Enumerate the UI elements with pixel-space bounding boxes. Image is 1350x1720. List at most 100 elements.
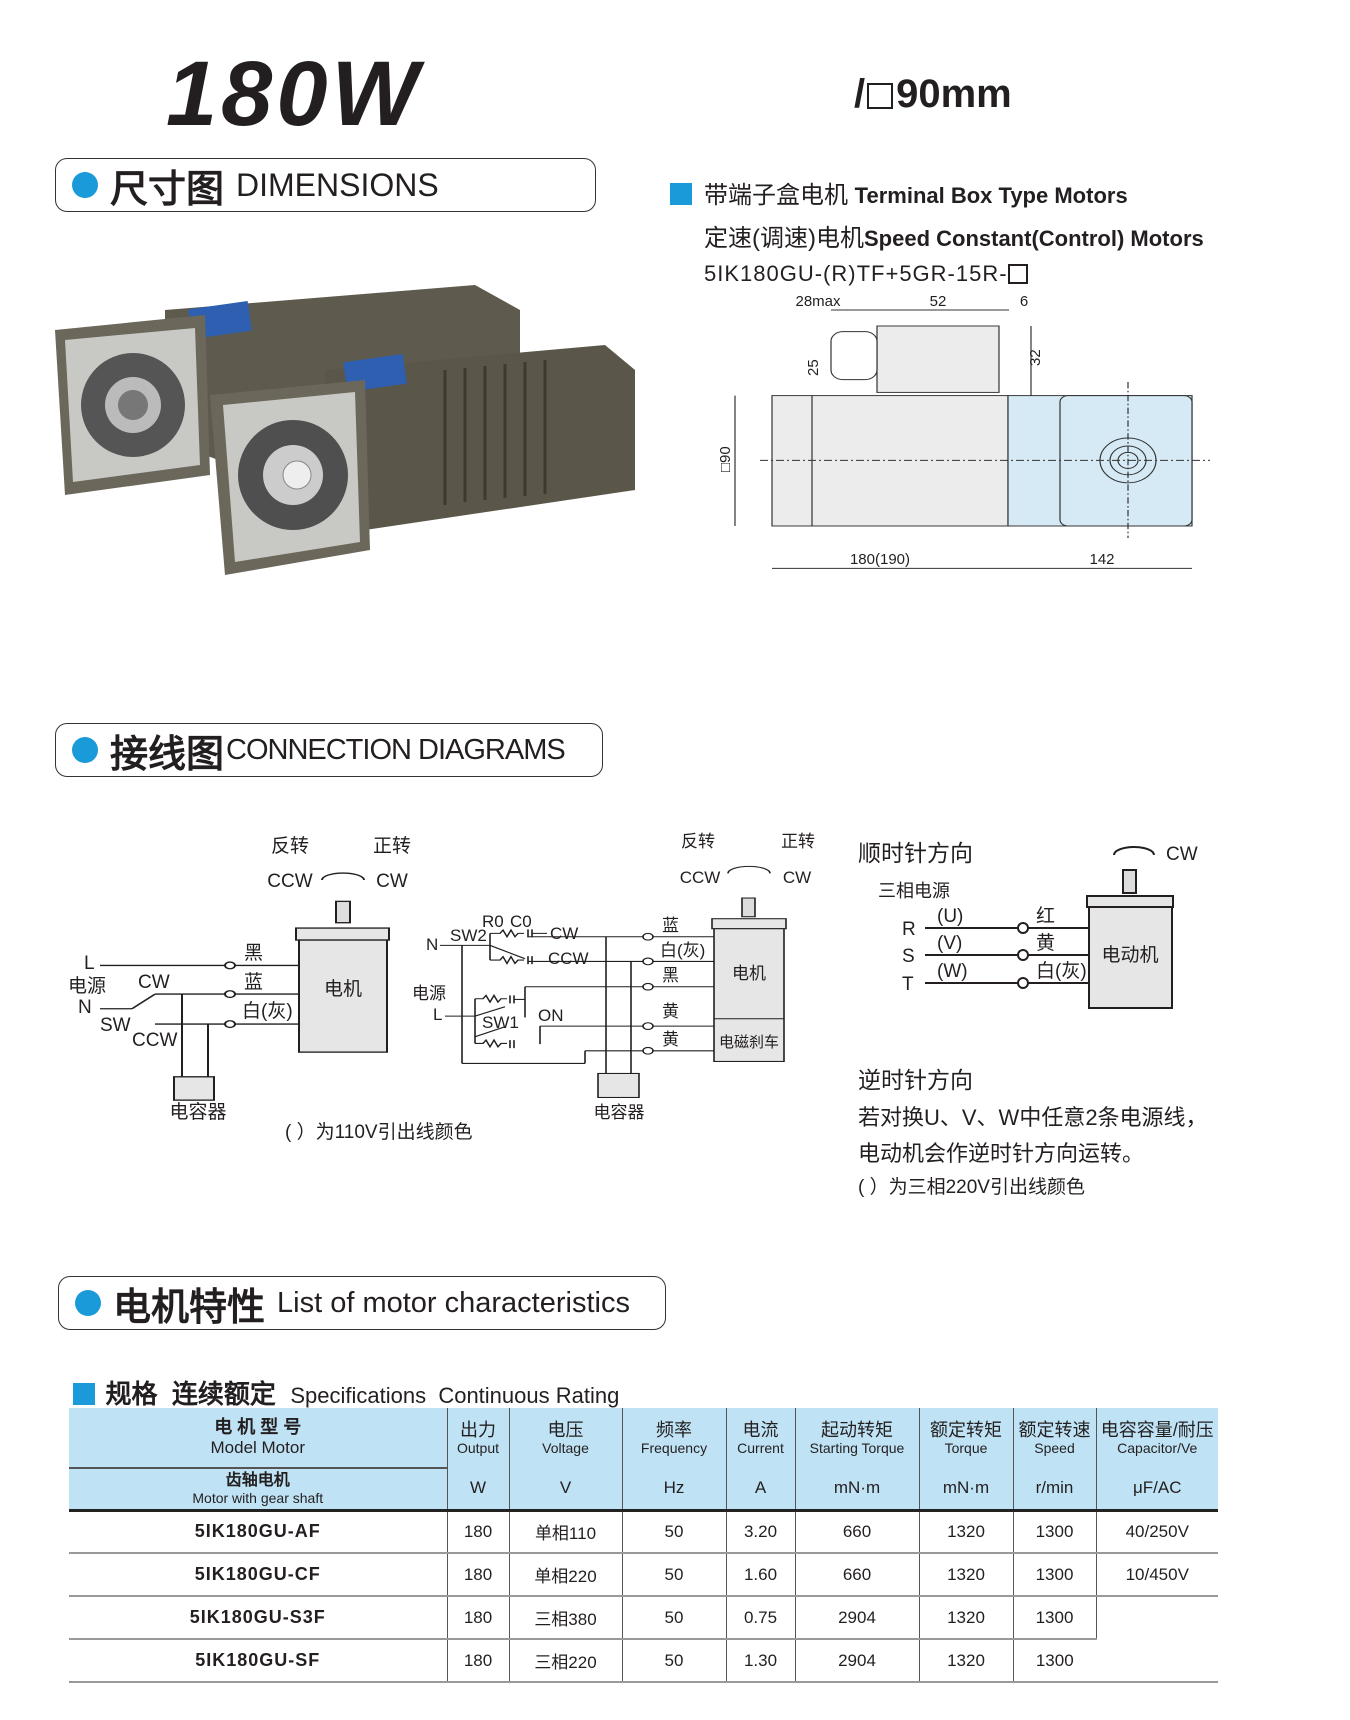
header-unit: mN·m (795, 1468, 920, 1512)
wire-white: 白(灰) (660, 941, 705, 960)
section-title-cn: 电机特性 (113, 1286, 266, 1329)
dim-180: 180(190) (850, 551, 910, 568)
cell-start: 660 (795, 1510, 920, 1554)
model-code: 5IK180GU-(R)TF+5GR-15R- (704, 261, 1008, 286)
header-en: Frequency (640, 1440, 708, 1457)
cell-model: 5IK180GU-AF (69, 1510, 448, 1554)
cell-speed: 1300 (1013, 1639, 1096, 1683)
header-cn: 频率 (656, 1419, 692, 1440)
cell-torque: 1320 (919, 1553, 1014, 1597)
spec-title-en: Specifications Continuous Rating (290, 1383, 620, 1408)
cell-freq: 50 (622, 1553, 727, 1597)
product-photo (55, 285, 635, 575)
page-title: 180W (166, 43, 423, 145)
cell-freq: 50 (622, 1596, 727, 1640)
cell-speed: 1300 (1013, 1510, 1097, 1554)
speed-cn: 定速(调速)电机 (704, 225, 864, 252)
cell-torque: 1320 (919, 1510, 1014, 1554)
cell-current: 3.20 (726, 1510, 796, 1554)
note-110v: ( ）为110V引出线颜色 (285, 1121, 473, 1143)
cell-output: 180 (447, 1596, 510, 1640)
dim-28max: 28max (795, 293, 841, 310)
title-clockwise: 顺时针方向 (858, 840, 973, 866)
frame-size: /90mm (854, 72, 1012, 117)
label-ccw: CCW (267, 871, 312, 892)
header-cn: 起动转矩 (821, 1419, 893, 1440)
header-en: Starting Torque (809, 1440, 905, 1457)
cell-torque: 1320 (919, 1596, 1014, 1640)
label-sw1: SW1 (482, 1013, 519, 1032)
ccw-instruction-2: 电动机会作逆时针方向运转。 (858, 1141, 1144, 1166)
header-unit: V (509, 1468, 623, 1512)
dim-6: 6 (1020, 293, 1028, 310)
header-en: Output (456, 1440, 500, 1457)
cell-speed: 1300 (1013, 1553, 1097, 1597)
header-en: Speed (1034, 1440, 1075, 1457)
ccw-instruction-1: 若对换U、V、W中任意2条电源线， (858, 1105, 1208, 1130)
section-characteristics: 电机特性 List of motor characteristics (58, 1276, 666, 1330)
dim-25: 25 (805, 359, 822, 376)
title-counterclockwise: 逆时针方向 (858, 1067, 973, 1093)
cell-voltage: 单相110 (509, 1510, 623, 1554)
wire-blue: 蓝 (662, 916, 679, 935)
label-S: S (902, 946, 915, 967)
label-c0: C0 (510, 912, 532, 931)
label-sw2: SW2 (450, 926, 487, 945)
cell-cap: 40/250V (1096, 1510, 1218, 1554)
header-unit: μF/AC (1096, 1468, 1218, 1512)
capacitor-label: 电容器 (594, 1103, 645, 1122)
header-cn: 额定转速 (1018, 1419, 1091, 1440)
label-sw: SW (100, 1015, 131, 1036)
label-cw: CW (1166, 844, 1198, 865)
type-cn: 带端子盒电机 (704, 182, 848, 209)
wire-red: 红 (1036, 905, 1055, 927)
section-title-en: DIMENSIONS (236, 166, 439, 203)
motor-label: 电机 (324, 978, 362, 1000)
label-power: 电源 (412, 984, 446, 1003)
label-T: T (902, 974, 914, 995)
section-title-en: CONNECTION DIAGRAMS (226, 733, 566, 766)
square-bullet-icon (670, 183, 692, 205)
label-sw-cw: CW (138, 972, 170, 993)
label-N: N (78, 997, 92, 1018)
wire-yellow-2: 黄 (662, 1030, 679, 1049)
dimension-drawing: 28max 52 6 25 32 □90 180(190) 142 (720, 293, 1210, 569)
label-N: N (426, 935, 438, 954)
label-ccw-branch: CCW (548, 949, 589, 968)
cell-output: 180 (447, 1639, 510, 1683)
label-sw-ccw: CCW (132, 1030, 177, 1051)
three-phase-diagram: 顺时针方向 三相电源 R S T (U) (V) (W) 红 黄 白(灰) 电动… (858, 840, 1208, 1198)
bullet-icon (72, 737, 98, 763)
cell-start: 2904 (795, 1596, 920, 1640)
cell-current: 0.75 (726, 1596, 796, 1640)
header-unit: W (447, 1468, 510, 1512)
header-unit: r/min (1013, 1468, 1097, 1512)
wiring-diagrams: 反转 正转 CCW CW L 电源 N SW CW CCW 黑 蓝 白(灰) 电… (68, 832, 1208, 1198)
wire-yellow-1: 黄 (662, 1002, 679, 1021)
cell-model: 5IK180GU-SF (69, 1639, 448, 1683)
label-forward: 正转 (781, 832, 815, 851)
note-220v: ( ）为三相220V引出线颜色 (858, 1176, 1085, 1198)
motor-type-info: 带端子盒电机 Terminal Box Type Motors 定速(调速)电机… (670, 175, 1204, 287)
capacitor-label: 电容器 (169, 1101, 226, 1123)
header-en: Torque (944, 1440, 988, 1457)
dim-142: 142 (1089, 551, 1114, 568)
motor-front (210, 345, 635, 575)
square-bullet-icon (73, 1383, 95, 1405)
motor-label: 电动机 (1101, 944, 1158, 966)
wire-white: 白(灰) (1036, 960, 1087, 982)
cell-start: 2904 (795, 1639, 920, 1683)
spec-title-cn: 规格 连续额定 (105, 1379, 276, 1409)
cell-output: 180 (447, 1510, 510, 1554)
cell-cap: 10/450V (1096, 1553, 1218, 1597)
cell-start: 660 (795, 1553, 920, 1597)
dim-90: □90 (720, 446, 734, 472)
header-gear-cn: 齿轴电机 (225, 1471, 290, 1489)
label-cw-branch: CW (550, 924, 578, 943)
cell-voltage: 三相380 (509, 1596, 623, 1640)
cell-freq: 50 (622, 1639, 727, 1683)
wire-blue: 蓝 (244, 971, 263, 993)
